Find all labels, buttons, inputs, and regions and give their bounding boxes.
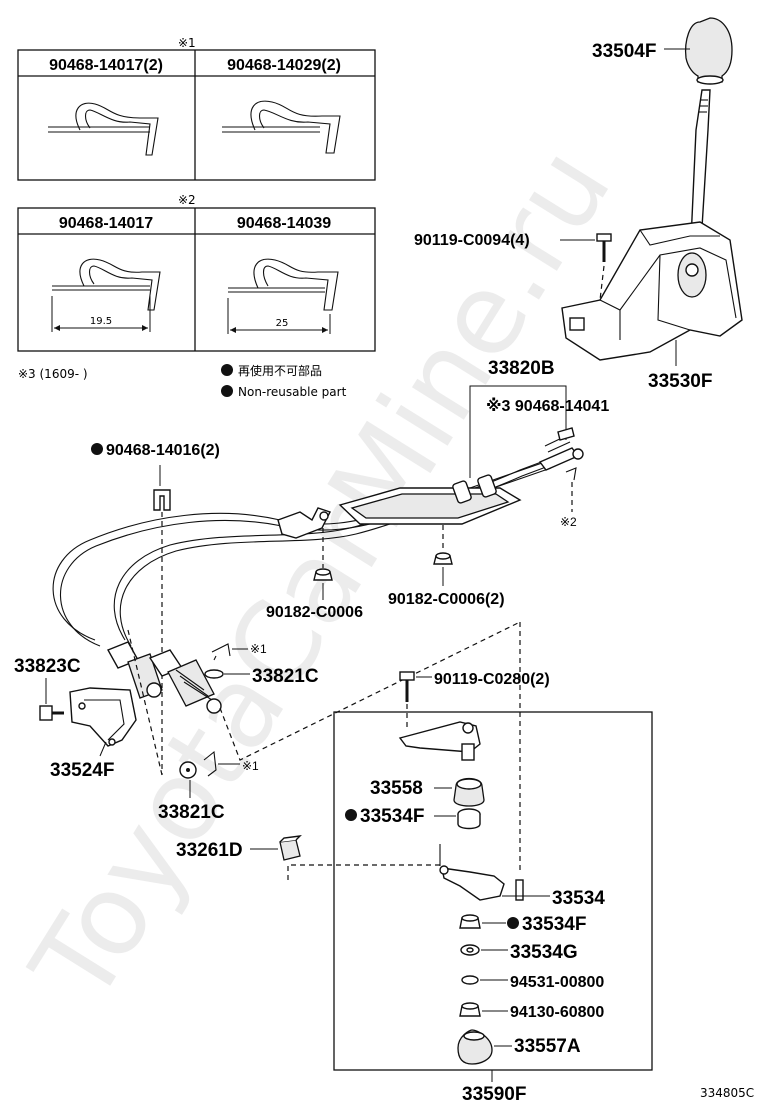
label-90182-C0006: 90182-C0006 [266,604,363,621]
mark-1a: ※1 [250,642,267,656]
table-1-header-1: 90468-14017(2) [49,57,163,74]
label-33823C: 33823C [14,656,81,677]
bolt-90119-C0280: 90119-C0280(2) [399,671,550,728]
table-2-header-2: 90468-14039 [237,215,331,232]
note-3: ※3 (1609- ) [18,367,88,381]
legend-jp: 再使用不可部品 [238,363,322,378]
bracket-33524F: 33524F [50,687,137,781]
label-33530F: 33530F [648,371,712,392]
shifter-housing-33530F: 33530F [561,221,743,392]
table-1-header-2: 90468-14029(2) [227,57,341,74]
label-90119-C0280: 90119-C0280(2) [434,671,550,688]
kit-33590F: 33590F 33558 33534F 33534 33534F 3 [333,711,653,1105]
bolt-33823C: 33823C [14,656,81,721]
mark-1b: ※1 [242,759,259,773]
shift-knob-33504F: 33504F [592,17,733,85]
clip-mark-1a: ※1 [211,642,267,661]
clip-mark-1b: ※1 [203,750,259,777]
nut-90182-C0006: 90182-C0006 [266,528,363,621]
label-33534G: 33534G [510,942,578,963]
bushing-33261D: 33261D [176,835,302,861]
label-33558: 33558 [370,778,423,799]
clip-drawing-90468-14029 [222,100,341,154]
label-33534F-b: 33534F [522,914,586,935]
label-90468-14016: 90468-14016(2) [106,442,220,459]
label-94130-60800: 94130-60800 [510,1004,604,1021]
label-33590F: 33590F [462,1084,526,1105]
table-1-note-mark: ※1 [178,36,196,50]
dim-25: 25 [276,318,289,329]
clip-drawing-90468-14017 [48,102,159,156]
washer-33821C-a: 33821C [204,666,319,687]
clip-drawing-90468-14039: 25 [227,258,339,334]
clip-table-1: ※1 90468-14017(2) 90468-14029(2) [17,36,376,181]
cable-assembly-33820B: 33820B ※3 90468-14041 ※2 [52,358,609,647]
label-90468-14041: ※3 90468-14041 [486,397,609,415]
table-2-note-mark: ※2 [178,193,196,207]
dim-19-5: 19.5 [90,316,112,327]
label-90182-C0006-2: 90182-C0006(2) [388,591,505,608]
non-reusable-dot-icon [345,809,357,821]
table-2-header-1: 90468-14017 [59,215,153,232]
label-33504F: 33504F [592,41,656,62]
label-33524F: 33524F [50,760,114,781]
non-reusable-dot-icon [507,917,519,929]
dashed-link-3 [287,864,444,880]
label-33261D: 33261D [176,840,243,861]
mark-2: ※2 [560,515,577,529]
clip-drawing-90468-14017-b: 19.5 [51,258,161,332]
clip-table-2: ※2 90468-14017 90468-14039 19.5 25 [17,193,376,352]
figure-id: 334805C [700,1086,754,1100]
label-94531-00800: 94531-00800 [510,974,604,991]
clip-90468-14016: 90468-14016(2) [91,442,220,775]
dashed-link-1 [219,621,521,761]
non-reusable-dot-icon [91,443,103,455]
non-reusable-dot-icon [221,385,233,397]
label-33820B: 33820B [488,358,555,379]
label-33821C-a: 33821C [252,666,319,687]
washer-33821C-b: 33821C [158,761,225,823]
legend-en: Non-reusable part [238,385,347,399]
label-33534: 33534 [552,888,605,909]
label-90119-C0094: 90119-C0094(4) [414,232,530,249]
non-reusable-dot-icon [221,364,233,376]
label-33534F-a: 33534F [360,806,424,827]
nut-90182-C0006-2: 90182-C0006(2) [388,525,505,608]
label-33821C-b: 33821C [158,802,225,823]
dashed-link-4 [127,629,163,776]
label-33557A: 33557A [514,1036,581,1057]
bolt-90119-C0094: 90119-C0094(4) [414,232,612,301]
